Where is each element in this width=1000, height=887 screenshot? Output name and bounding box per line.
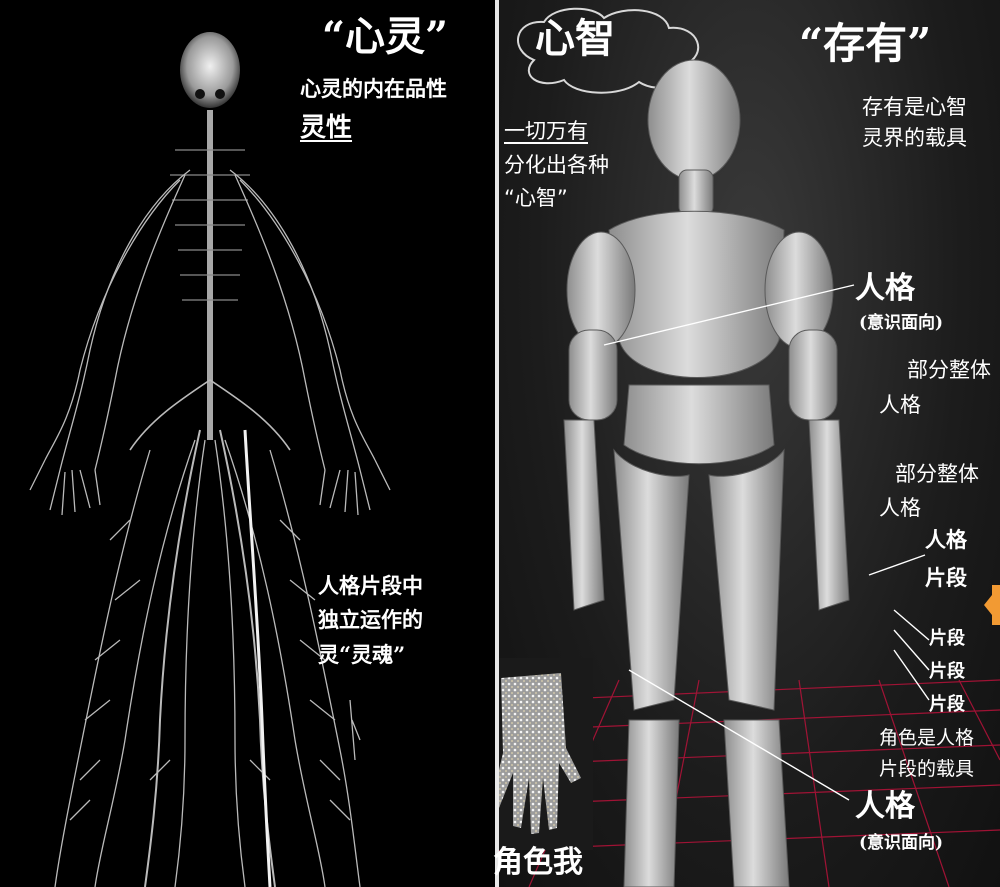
personality-upper-sub: (意识面向) bbox=[859, 313, 943, 334]
left-note-line-2: “心智” bbox=[504, 185, 568, 211]
left-note-line-1: 分化出各种 bbox=[504, 152, 609, 178]
left-panel: “心灵” 心灵的内在品性 灵性 人格片段中 独立运作的 灵“灵魂” bbox=[0, 0, 495, 887]
left-title: “心灵” bbox=[322, 12, 448, 62]
role-note-line-2: 片段的载具 bbox=[879, 758, 974, 782]
side-note-line-1: 人格片段中 bbox=[318, 573, 423, 599]
nervous-system-illustration bbox=[0, 0, 495, 887]
personality-label-upper: 人格 bbox=[855, 270, 915, 308]
fragment-line-2: 片段 bbox=[925, 565, 967, 591]
top-right-note-line-2: 灵界的载具 bbox=[862, 125, 967, 151]
fragment-line-1: 人格 bbox=[925, 527, 967, 553]
role-note-line-1: 角色是人格 bbox=[879, 727, 974, 751]
side-note-line-3: 灵“灵魂” bbox=[318, 642, 405, 668]
partial-whole-2-line-2: 人格 bbox=[879, 495, 921, 521]
role-self-label: 角色我 bbox=[493, 844, 583, 882]
right-title: “存有” bbox=[799, 18, 931, 71]
partial-whole-1-line-2: 人格 bbox=[879, 392, 921, 418]
partial-whole-2-line-1: 部分整体 bbox=[895, 461, 979, 487]
partial-whole-1-line-1: 部分整体 bbox=[907, 357, 991, 383]
top-right-note-line-1: 存有是心智 bbox=[862, 94, 967, 120]
personality-label-lower: 人格 bbox=[855, 788, 915, 826]
cloud-label: 心智 bbox=[535, 14, 615, 64]
spirituality-label: 灵性 bbox=[300, 112, 352, 145]
personality-lower-sub: (意识面向) bbox=[859, 833, 943, 854]
small-fragment-1: 片段 bbox=[929, 628, 965, 651]
left-subtitle: 心灵的内在品性 bbox=[300, 76, 447, 102]
all-that-is-label: 一切万有 bbox=[504, 118, 588, 144]
small-fragment-3: 片段 bbox=[929, 694, 965, 717]
right-panel: 心智 “存有” 存有是心智 灵界的载具 一切万有 分化出各种 “心智” 人格 (… bbox=[499, 0, 1000, 887]
small-fragment-2: 片段 bbox=[929, 661, 965, 684]
side-note-line-2: 独立运作的 bbox=[318, 607, 423, 633]
glove-photo bbox=[499, 658, 593, 850]
